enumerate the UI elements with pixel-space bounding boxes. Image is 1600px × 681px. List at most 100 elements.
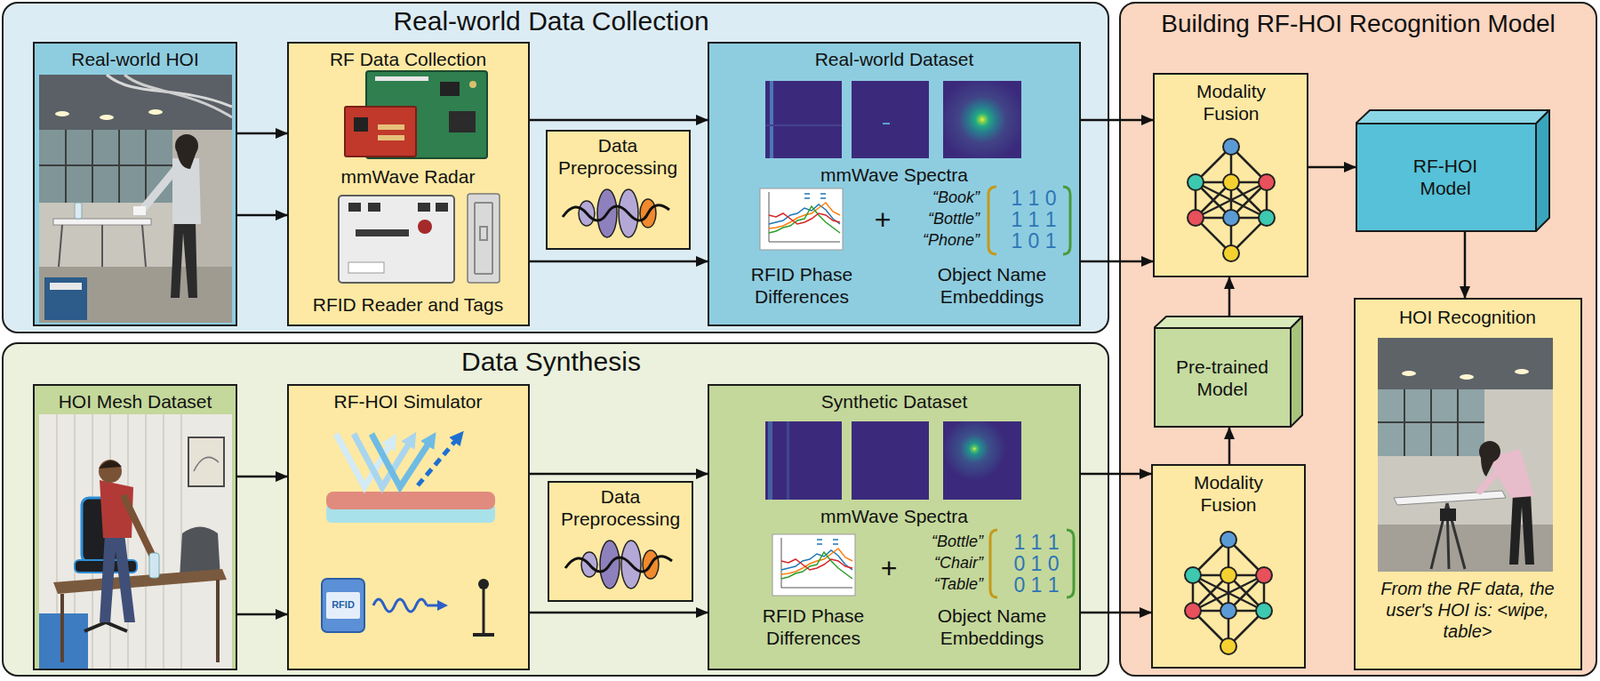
embedding-brackets — [1066, 529, 1074, 598]
real-world-photo — [176, 144, 198, 169]
node-label: RFID Phase Differences — [721, 263, 882, 308]
embedding-brackets — [990, 529, 998, 598]
mmwave-radar-board — [366, 71, 488, 159]
flow-arrow — [237, 214, 288, 217]
mmwave-radar-board — [375, 76, 429, 81]
label-slot: From the RF data, the user's HOI is: <wi… — [1378, 577, 1557, 642]
rfid-sim-icon — [426, 604, 441, 608]
label-slot: mmWave Radar — [341, 165, 476, 188]
flow-arrow — [1228, 427, 1232, 464]
synthetic-spectra — [765, 421, 1022, 500]
rf-simulator-icon — [326, 433, 496, 523]
label-slot: RFID Phase Differences — [733, 604, 894, 649]
flow-arrow — [1080, 119, 1153, 122]
recognition-photo — [1486, 448, 1535, 498]
flow-arrow — [1464, 232, 1467, 298]
hoi-mesh-photo — [81, 497, 120, 562]
recognition-photo — [1480, 448, 1497, 477]
flow-arrow — [1080, 611, 1152, 615]
node-label: 0 1 0 — [1013, 552, 1059, 577]
real-spectra — [765, 80, 1022, 159]
flow-arrow — [1080, 472, 1152, 476]
node-label: “Chair” — [934, 553, 984, 574]
rfid-reader — [348, 262, 384, 273]
hoi-mesh-photo — [53, 568, 227, 594]
rfid-sim-icon — [478, 578, 489, 590]
embedding-brackets — [988, 186, 1071, 255]
image-box: Real-world HOI — [32, 41, 238, 327]
node-label: RFID Phase Differences — [733, 604, 894, 649]
hoi-mesh-photo — [39, 414, 232, 669]
mmwave-radar-board — [440, 81, 460, 96]
node-label: “Bottle” — [928, 209, 980, 230]
hoi-mesh-photo — [99, 533, 136, 623]
label-slot: RFID — [331, 599, 355, 611]
label-slot: “Bottle” — [931, 532, 984, 552]
real-world-photo — [74, 202, 82, 219]
rfid-reader — [417, 202, 431, 212]
node-label: Real-world HOI — [71, 48, 200, 71]
real-spectra — [765, 80, 842, 159]
label-slot: “Chair” — [934, 553, 984, 574]
label-slot: HOI Recognition — [1399, 305, 1536, 328]
synthetic-spectra — [768, 421, 773, 500]
node-label: Modality Fusion — [1173, 80, 1289, 125]
cube-outline — [1356, 123, 1536, 232]
model-cube: RF-HOI Model — [1355, 109, 1551, 232]
label-slot: Object Name Embeddings — [912, 263, 1072, 308]
node-label: RF-HOI Simulator — [334, 390, 483, 413]
process-box: Data Preprocessing — [547, 480, 694, 602]
rf-simulator-icon — [326, 503, 496, 523]
flow-arrow — [529, 260, 708, 264]
node-label: 1 1 1 — [1013, 530, 1059, 556]
embedding-brackets — [1063, 186, 1071, 255]
hoi-mesh-photo — [39, 613, 88, 669]
process-box: RF-HOI SimulatorRFID — [287, 384, 530, 671]
flow-arrow — [529, 472, 708, 476]
recognition-photo — [1514, 368, 1529, 375]
recognition-photo — [1459, 374, 1474, 380]
real-spectra — [765, 124, 842, 127]
embedding-brackets — [988, 186, 997, 255]
recognition-photo — [1480, 466, 1503, 491]
node-label: RF-HOI Model — [1392, 154, 1499, 200]
label-slot: Real-world Dataset — [815, 48, 975, 71]
cube-outline — [1290, 316, 1303, 427]
phase-chart — [760, 188, 843, 250]
real-world-photo — [44, 277, 88, 320]
node-label: RF Data Collection — [329, 48, 487, 71]
node-label: RFID Reader and Tags — [312, 293, 504, 316]
real-world-photo — [39, 74, 232, 323]
preprocessing-icon — [562, 189, 670, 238]
recognition-photo — [1509, 493, 1535, 565]
recognition-photo — [1377, 524, 1553, 572]
label-slot: Modality Fusion — [1170, 471, 1287, 516]
hoi-mesh-photo — [149, 552, 160, 578]
hoi-mesh-photo — [99, 480, 134, 538]
mmwave-radar-board — [448, 111, 476, 133]
neural-net-icon — [1184, 531, 1272, 655]
real-world-photo — [53, 218, 152, 225]
recognition-photo — [1377, 337, 1553, 390]
node-label: Data Preprocessing — [551, 134, 685, 179]
section-panel: Data SynthesisHOI Mesh DatasetRF-HOI Sim… — [1, 342, 1110, 677]
neural-net-icon — [1187, 138, 1275, 262]
rf-simulator-icon — [353, 433, 411, 488]
rf-simulator-icon — [336, 433, 392, 488]
flow-arrow — [1080, 260, 1153, 264]
dataset-box: Synthetic DatasetmmWave Spectra+“Bottle”… — [707, 384, 1081, 671]
hoi-mesh-photo — [193, 456, 219, 472]
real-world-photo — [124, 74, 232, 118]
rfid-reader — [348, 202, 361, 212]
mmwave-radar-board — [344, 71, 488, 159]
node-label: 1 0 1 — [1010, 229, 1056, 255]
rfid-reader — [368, 202, 381, 212]
recognition-photo — [1377, 337, 1553, 572]
label-slot: 1 1 1 — [1010, 208, 1056, 233]
flow-arrow — [237, 132, 288, 136]
real-world-photo — [172, 129, 232, 267]
node-label: mmWave Radar — [341, 165, 476, 188]
hoi-mesh-photo — [56, 414, 182, 669]
label-slot: 1 0 1 — [1010, 229, 1056, 255]
flow-arrow — [529, 611, 708, 615]
